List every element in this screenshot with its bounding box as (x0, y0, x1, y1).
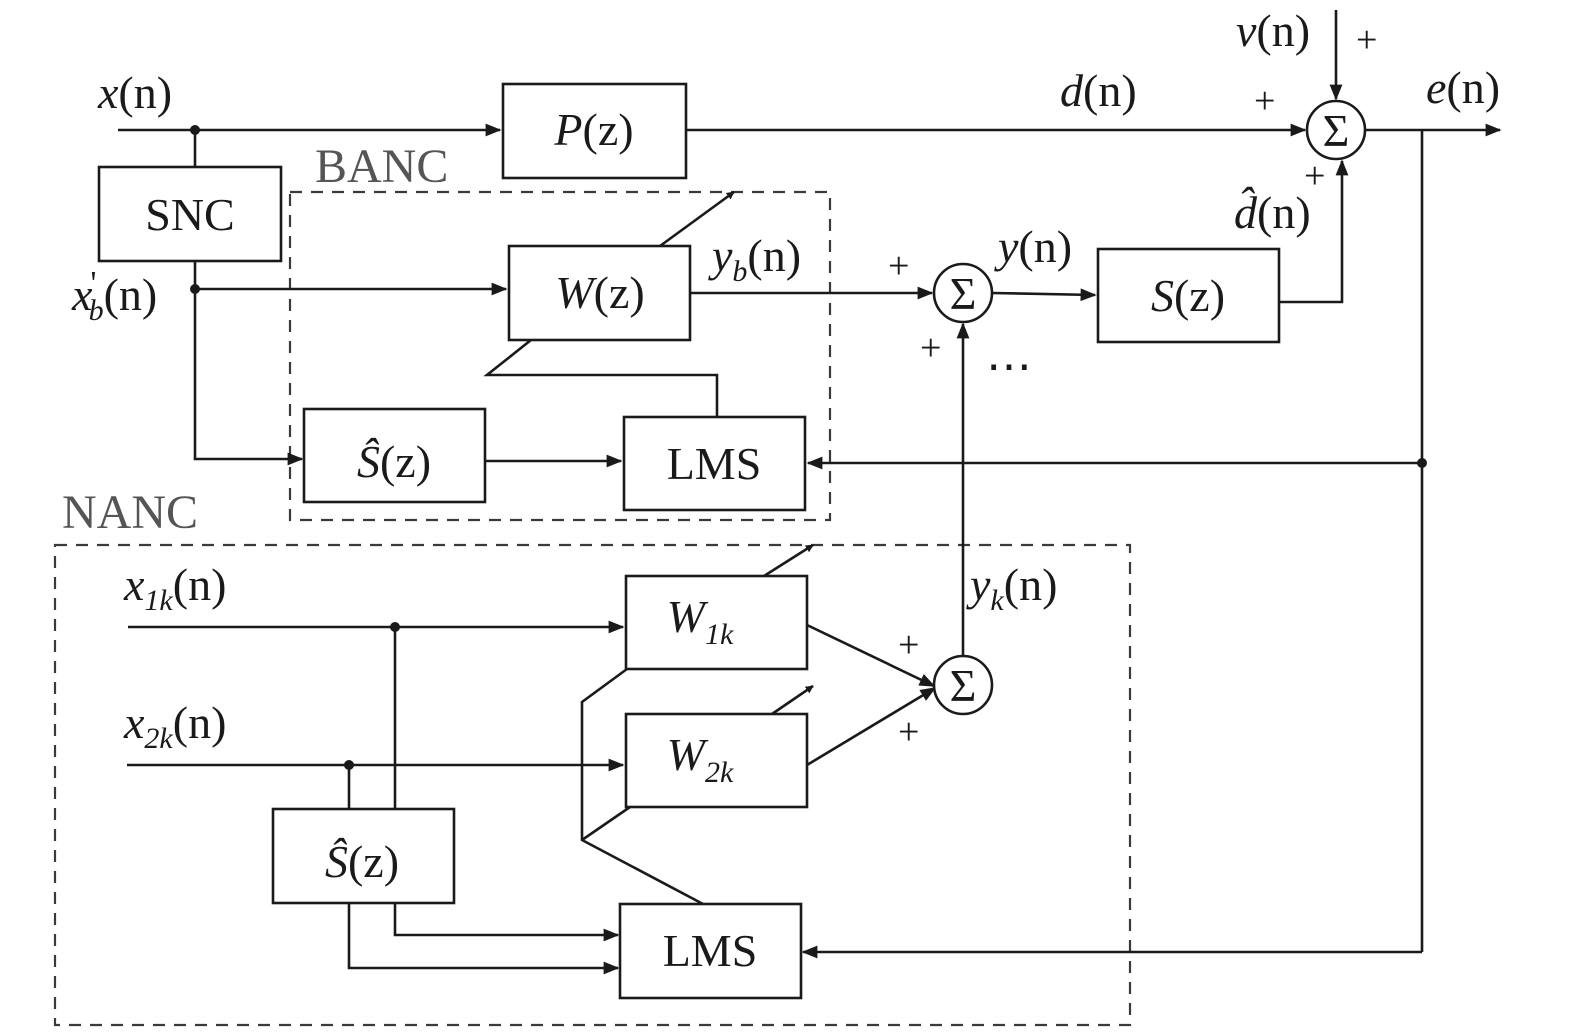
p-block-label: P(z) (553, 104, 633, 155)
w2k-adapt-arrow (771, 684, 814, 716)
signal-e-label: e(n) (1426, 62, 1500, 113)
signal-xb-label: x'b(n) (71, 265, 157, 327)
control-sum-sigma: Σ (950, 268, 977, 319)
sum-plus-w1k: + (898, 624, 919, 666)
output-sum-sigma: Σ (1323, 105, 1350, 156)
wire-shat-to-lms-nanc-b (347, 903, 620, 975)
signal-x-label: x(n) (97, 67, 172, 118)
lms-nanc-label: LMS (663, 925, 758, 976)
sum-plus-d: + (1254, 80, 1275, 122)
nanc-sum-sigma: Σ (950, 660, 977, 711)
sum-plus-w2k: + (898, 711, 919, 753)
ellipsis: ⋯ (986, 341, 1032, 392)
signal-v-label: v(n) (1236, 5, 1310, 56)
lms-nanc-block (618, 902, 803, 1000)
wire-shat-to-lms-nanc-a (393, 903, 620, 942)
wire-lms-to-w (483, 338, 719, 417)
wire-w1k-to-sum (806, 623, 936, 688)
wire-xb-to-shat (193, 289, 304, 466)
nanc-group-label: NANC (62, 486, 198, 539)
w-block-label: W(z) (555, 267, 644, 318)
wire-lms-to-w1k (580, 667, 704, 906)
w1k-block (624, 574, 809, 671)
snc-block (97, 165, 283, 263)
banc-group-frame (288, 190, 832, 522)
w1k-adapt-arrow (763, 543, 814, 578)
signal-yb-label: yb(n) (708, 230, 801, 288)
snc-block-label: SNC (145, 189, 234, 240)
wire-lms-to-w2k (581, 805, 631, 842)
signal-dhat-label: d̂(n) (1234, 187, 1311, 238)
s-block (1096, 247, 1281, 344)
w1k-block-label: W1k (667, 591, 734, 651)
wire-s-to-sum (1279, 159, 1349, 304)
s-block-label: S(z) (1151, 270, 1225, 321)
sum-plus-yk: + (920, 327, 941, 369)
signal-x2k-label: x2k(n) (123, 697, 226, 755)
shat-nanc-label: Ŝ(z) (325, 836, 399, 887)
signal-d-label: d(n) (1060, 65, 1137, 116)
sum-plus-dhat: + (1304, 155, 1325, 197)
signal-x1k-label: x1k(n) (123, 559, 226, 617)
sum-plus-v: + (1356, 19, 1377, 61)
shat-nanc-block (271, 807, 456, 905)
sum-plus-yb: + (888, 245, 909, 287)
w2k-block (624, 712, 809, 809)
lms-banc-label: LMS (667, 438, 762, 489)
lms-banc-block (622, 415, 807, 512)
wire-y-to-s (991, 288, 1097, 302)
signal-yk-label: yk(n) (966, 559, 1057, 617)
wire-w2k-to-sum (806, 686, 937, 767)
w2k-block-label: W2k (667, 729, 734, 789)
signal-y-label: y(n) (994, 221, 1072, 272)
shat-banc-label: Ŝ(z) (357, 436, 431, 487)
p-block (501, 82, 688, 180)
banc-group-label: BANC (315, 140, 448, 193)
shat-banc-block (302, 407, 487, 504)
w-adapt-arrow (659, 190, 735, 248)
